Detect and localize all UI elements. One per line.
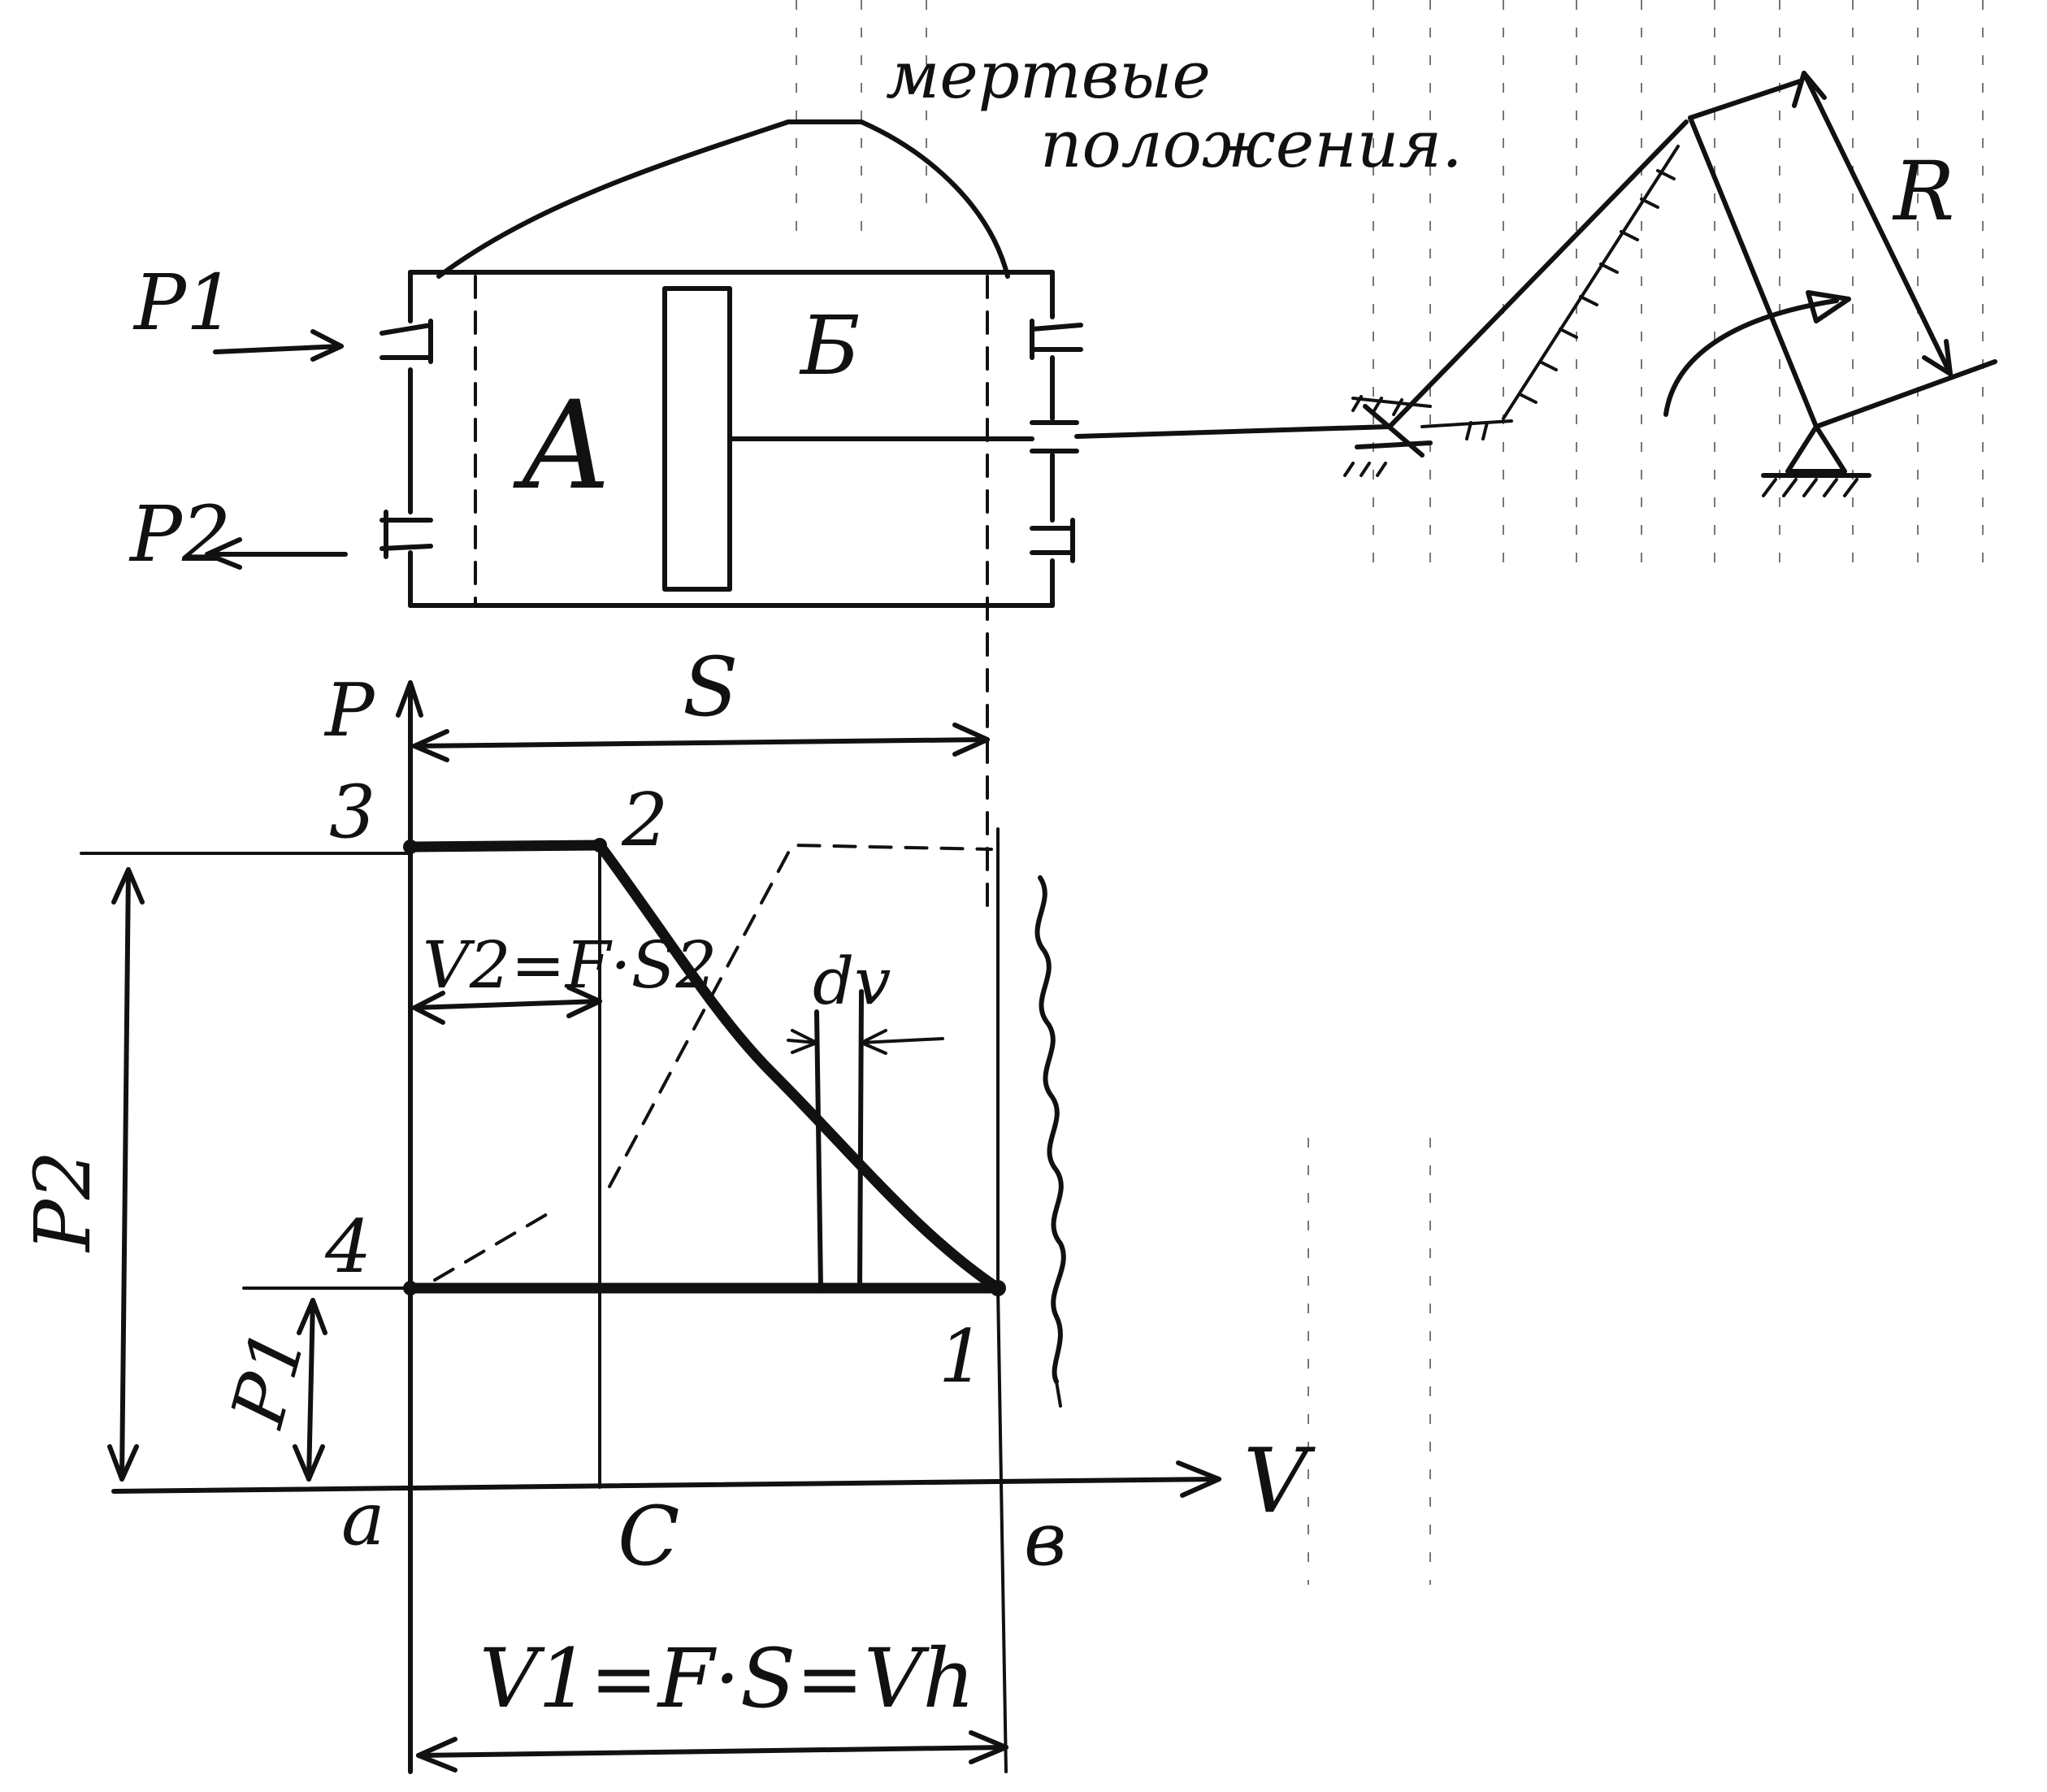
point-4-label: 4 bbox=[324, 1204, 371, 1290]
rotation-arrow bbox=[1663, 298, 1839, 417]
dv-arrow-left bbox=[787, 1039, 818, 1044]
dashed-diagonal bbox=[433, 1209, 554, 1282]
cylinder: А Б P1 P2 bbox=[128, 258, 1392, 912]
outlet-pressure-label: P2 bbox=[128, 490, 231, 579]
leader-line-left bbox=[436, 119, 791, 279]
radius-dimension bbox=[1802, 71, 1953, 376]
dv-arrow-right bbox=[860, 1037, 944, 1044]
v1-dimension bbox=[416, 1745, 1008, 1758]
right-valve-bottom bbox=[1030, 518, 1075, 563]
axis-point-a: a bbox=[341, 1477, 385, 1562]
p1-dimension bbox=[306, 1298, 315, 1482]
v2-dimension bbox=[412, 999, 602, 1010]
hatch-marks bbox=[1465, 169, 1676, 440]
vertical-line-b bbox=[996, 1287, 1008, 1773]
pv-diagram: P V S bbox=[19, 640, 1316, 1774]
v-axis bbox=[111, 1477, 1221, 1494]
right-valve-top bbox=[1030, 319, 1083, 360]
dead-positions-annotation: мертвые положения. bbox=[436, 37, 1463, 279]
point-1-label: 1 bbox=[939, 1314, 985, 1399]
inlet-arrow bbox=[213, 344, 344, 354]
crank-mechanism: R bbox=[1343, 71, 1997, 497]
p2-dimension bbox=[119, 867, 131, 1482]
slider-support bbox=[1343, 395, 1433, 477]
dv-strip-left bbox=[814, 1009, 823, 1291]
line-3-2 bbox=[405, 840, 605, 853]
annotation-line2: положения. bbox=[1040, 106, 1463, 182]
outlet-valve-symbol bbox=[379, 510, 433, 559]
chamber-b-label: Б bbox=[799, 298, 861, 393]
annotation-line1: мертвые bbox=[886, 37, 1211, 113]
inlet-pressure-label: P1 bbox=[132, 258, 235, 348]
inlet-valve-symbol bbox=[379, 319, 433, 364]
indicator-spring bbox=[1034, 875, 1066, 1384]
point-2-label: 2 bbox=[621, 778, 668, 863]
axis-point-b: в bbox=[1024, 1497, 1066, 1582]
dashed-rise bbox=[608, 844, 993, 1188]
crank-arm bbox=[1688, 115, 1819, 429]
v-axis-label: V bbox=[1243, 1429, 1316, 1533]
connecting-rod bbox=[1387, 119, 1689, 429]
point-3-label: 3 bbox=[329, 770, 375, 855]
chamber-a-label: А bbox=[513, 375, 613, 517]
radius-label: R bbox=[1892, 144, 1954, 239]
axis-point-c: C bbox=[618, 1489, 680, 1584]
hatched-link bbox=[1502, 145, 1680, 420]
p-axis-label: P bbox=[323, 668, 375, 753]
curve-2-1 bbox=[594, 840, 1004, 1294]
rod-seal bbox=[1030, 420, 1079, 453]
dv-strip-right bbox=[857, 989, 864, 1291]
crank-ground-support bbox=[1761, 424, 1871, 497]
v1-formula: V1=F·S=Vh bbox=[479, 1631, 975, 1726]
piston bbox=[662, 286, 732, 592]
p2-dimension-label: P2 bbox=[19, 1151, 108, 1253]
leader-line-right bbox=[859, 119, 1010, 279]
stroke-dimension bbox=[412, 737, 990, 748]
dv-label: dv bbox=[813, 944, 891, 1019]
p1-dimension-label: P1 bbox=[215, 1321, 322, 1437]
stroke-label: S bbox=[683, 640, 739, 735]
v2-formula: V2=F·S2 bbox=[423, 927, 717, 1003]
